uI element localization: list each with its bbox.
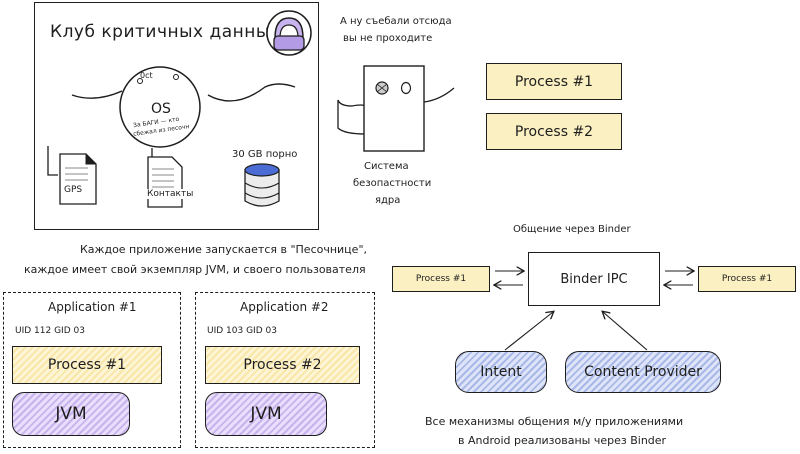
application-2-sandbox [195, 292, 375, 448]
sandbox-caption-2: каждое имеет свой экземпляр JVM, и своег… [24, 263, 366, 276]
padlock-icon [266, 10, 312, 56]
binder-left-process: Process #1 [392, 266, 490, 292]
database-icon [244, 163, 280, 207]
top-process-1: Process #1 [486, 63, 622, 100]
content-provider-label: Content Provider [584, 364, 702, 380]
gps-label: GPS [64, 185, 83, 195]
application-1-process-label: Process #1 [47, 357, 127, 373]
guard-quote-2: вы не проходите [343, 33, 433, 44]
guard-quote-1: А ну съебали отсюда [340, 16, 452, 27]
application-1-title: Application #1 [48, 300, 137, 314]
top-process-1-label: Process #1 [514, 73, 594, 90]
application-1-process: Process #1 [12, 346, 162, 384]
intent-box: Intent [455, 351, 547, 393]
application-2-title: Application #2 [240, 300, 329, 314]
application-2-jvm-label: JVM [250, 404, 282, 424]
os-label: OS [151, 101, 171, 117]
security-guard-figure [337, 65, 455, 152]
application-2-process: Process #2 [205, 346, 360, 384]
application-2-jvm: JVM [205, 392, 327, 436]
guard-caption-3: ядра [375, 195, 401, 206]
binder-ipc-label: Binder IPC [560, 271, 628, 287]
binder-right-process: Process #1 [698, 266, 796, 292]
storage-label: 30 GB порно [232, 149, 298, 160]
contacts-label: Контакты [147, 189, 194, 199]
binder-ipc-box: Binder IPC [528, 252, 660, 306]
os-top-label: 0ct [140, 71, 153, 80]
club-panel-frame [34, 2, 319, 230]
application-1-sandbox [3, 292, 181, 448]
application-1-jvm: JVM [12, 392, 130, 436]
gps-document-icon [59, 153, 97, 205]
application-1-jvm-label: JVM [55, 404, 87, 424]
binder-summary-1: Все механизмы общения м/у приложениями [425, 415, 684, 428]
binder-left-process-label: Process #1 [415, 274, 467, 284]
binder-arrows [385, 250, 800, 351]
application-2-ids: UID 103 GID 03 [207, 326, 277, 336]
application-2-process-label: Process #2 [243, 357, 322, 373]
binder-title: Общение через Binder [513, 224, 631, 235]
content-provider-box: Content Provider [565, 351, 721, 393]
top-process-2-label: Process #2 [514, 123, 594, 140]
guard-caption-2: безопастности [353, 178, 432, 189]
sandbox-caption-1: Каждое приложение запускается в "Песочни… [80, 243, 367, 256]
application-1-ids: UID 112 GID 03 [15, 326, 85, 336]
contacts-document-icon [147, 156, 183, 208]
guard-caption-1: Система [364, 161, 409, 172]
club-title: Клуб критичных данных [50, 22, 281, 42]
intent-label: Intent [480, 364, 522, 380]
binder-summary-2: в Android реализованы через Binder [458, 434, 667, 447]
top-process-2: Process #2 [486, 113, 622, 150]
binder-right-process-label: Process #1 [721, 274, 773, 284]
os-kernel-figure [71, 66, 296, 148]
